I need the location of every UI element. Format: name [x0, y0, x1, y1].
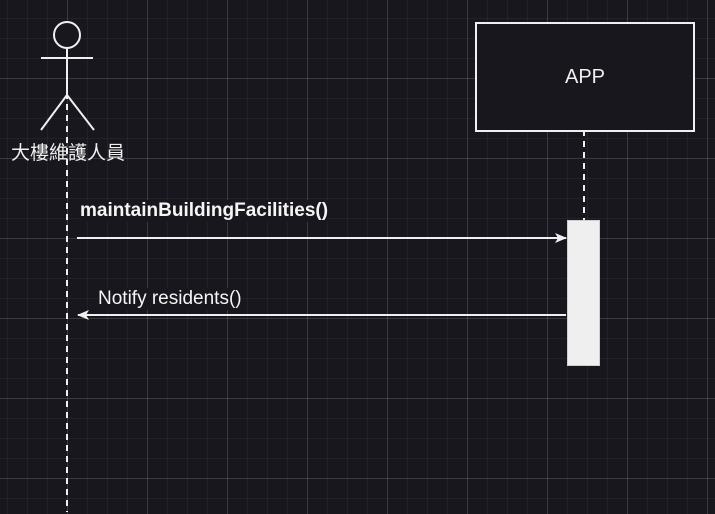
app-participant-label: APP	[564, 65, 606, 88]
app-participant-box[interactable]: APP	[475, 22, 695, 132]
message-label-notify: Notify residents()	[98, 288, 242, 310]
actor-label: 大樓維護人員	[10, 142, 125, 164]
message-label-maintain: maintainBuildingFacilities()	[80, 200, 329, 222]
app-activation-bar[interactable]	[567, 220, 600, 366]
actor-stick-figure-icon[interactable]	[40, 21, 95, 131]
